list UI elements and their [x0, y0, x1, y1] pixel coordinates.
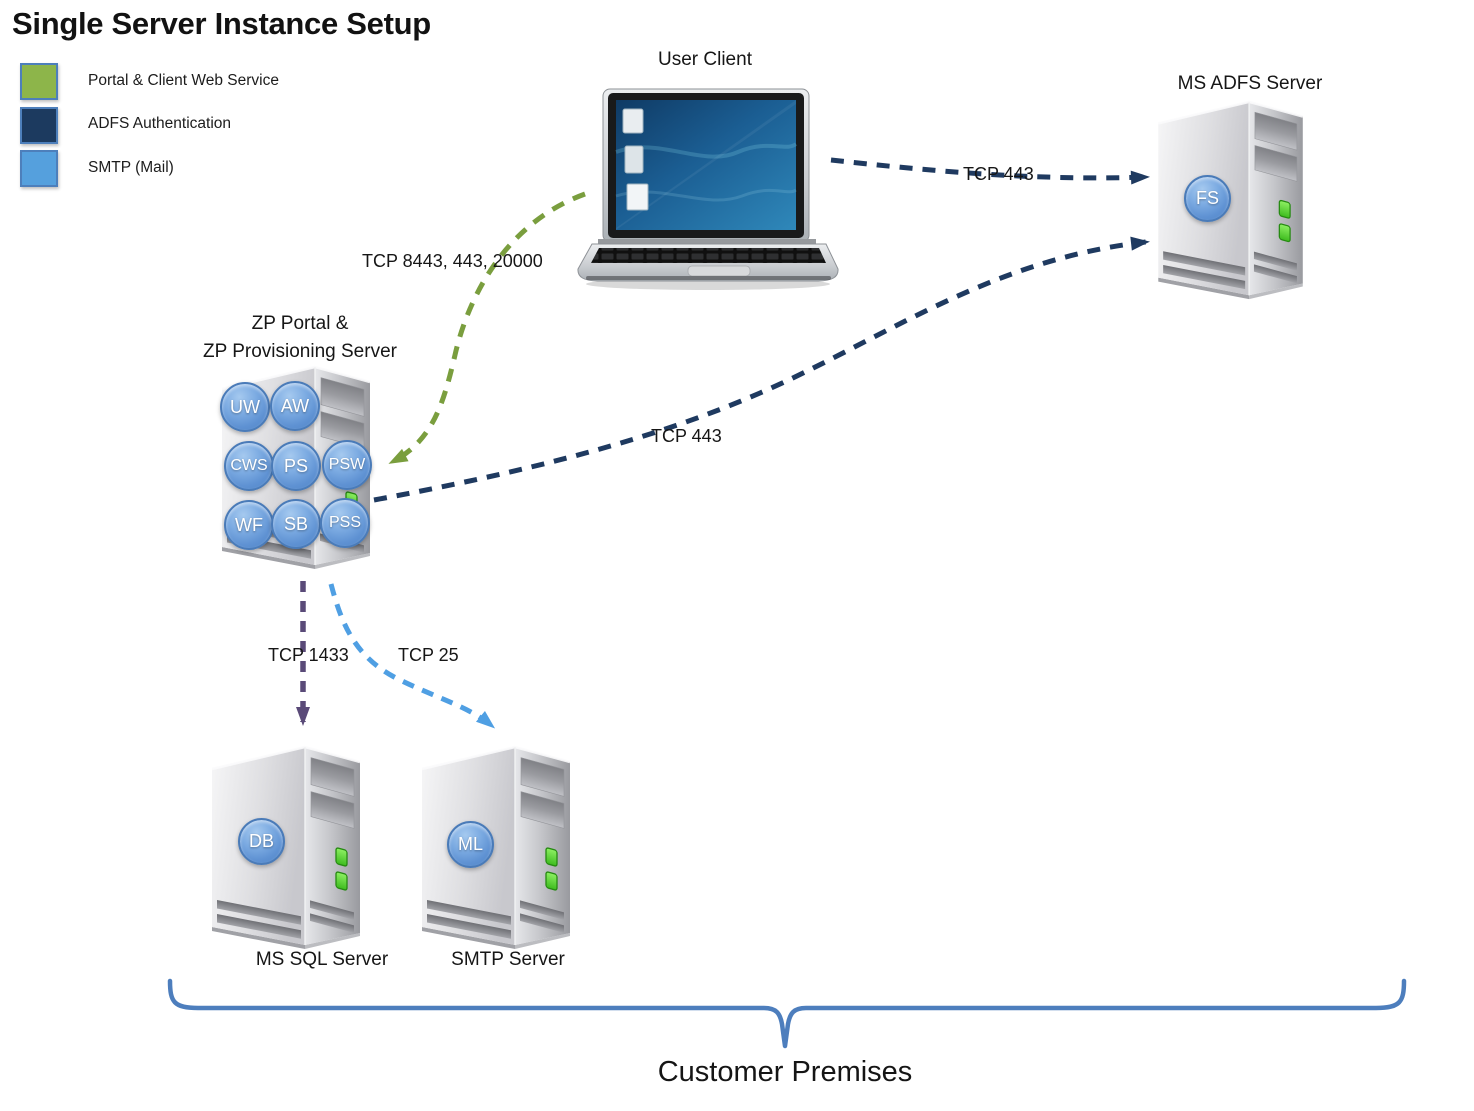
badge-sb: SB — [271, 499, 321, 549]
conn-label-client-adfs: TCP 443 — [963, 164, 1034, 184]
smtp-server-tower-icon — [420, 745, 572, 951]
badge-pss: PSS — [320, 498, 370, 548]
legend-swatch-portal — [20, 63, 58, 100]
laptop-icon — [577, 88, 839, 290]
badge-fs: FS — [1184, 175, 1231, 222]
badge-cws: CWS — [224, 441, 274, 491]
legend-swatch-smtp — [20, 150, 58, 187]
badge-db: DB — [238, 818, 285, 865]
badge-uw: UW — [220, 382, 270, 432]
badge-wf: WF — [224, 500, 274, 550]
badge-ml: ML — [447, 821, 494, 868]
user-client-label: User Client — [658, 49, 752, 70]
sql-server-label: MS SQL Server — [255, 949, 389, 970]
customer-premises-brace — [167, 978, 1407, 1049]
customer-premises-label: Customer Premises — [657, 1056, 913, 1088]
adfs-server-label: MS ADFS Server — [1177, 73, 1323, 94]
legend-swatch-adfs — [20, 107, 58, 144]
arrow-zp-to-adfs — [373, 236, 1150, 503]
conn-label-zp-sql: TCP 1433 — [268, 645, 349, 665]
badge-ps: PS — [271, 441, 321, 491]
zp-server-label-line2: ZP Provisioning Server — [203, 341, 397, 362]
arrow-client-to-zp — [388, 191, 586, 465]
conn-label-zp-smtp: TCP 25 — [398, 645, 459, 665]
badge-psw: PSW — [322, 440, 372, 490]
legend-label-adfs: ADFS Authentication — [88, 115, 232, 132]
conn-label-client-zp: TCP 8443, 443, 20000 — [362, 251, 543, 271]
zp-server-label: ZP Portal & ZP Provisioning Server — [190, 310, 410, 366]
page-title: Single Server Instance Setup — [12, 6, 431, 41]
legend-label-smtp: SMTP (Mail) — [88, 159, 174, 176]
zp-server-label-line1: ZP Portal & — [251, 313, 349, 334]
conn-label-zp-adfs: TCP 443 — [651, 426, 722, 446]
legend-label-portal: Portal & Client Web Service — [88, 72, 279, 89]
badge-aw: AW — [270, 381, 320, 431]
arrow-zp-to-smtp — [328, 583, 496, 729]
smtp-server-label: SMTP Server — [451, 949, 565, 970]
sql-server-tower-icon — [210, 745, 362, 951]
